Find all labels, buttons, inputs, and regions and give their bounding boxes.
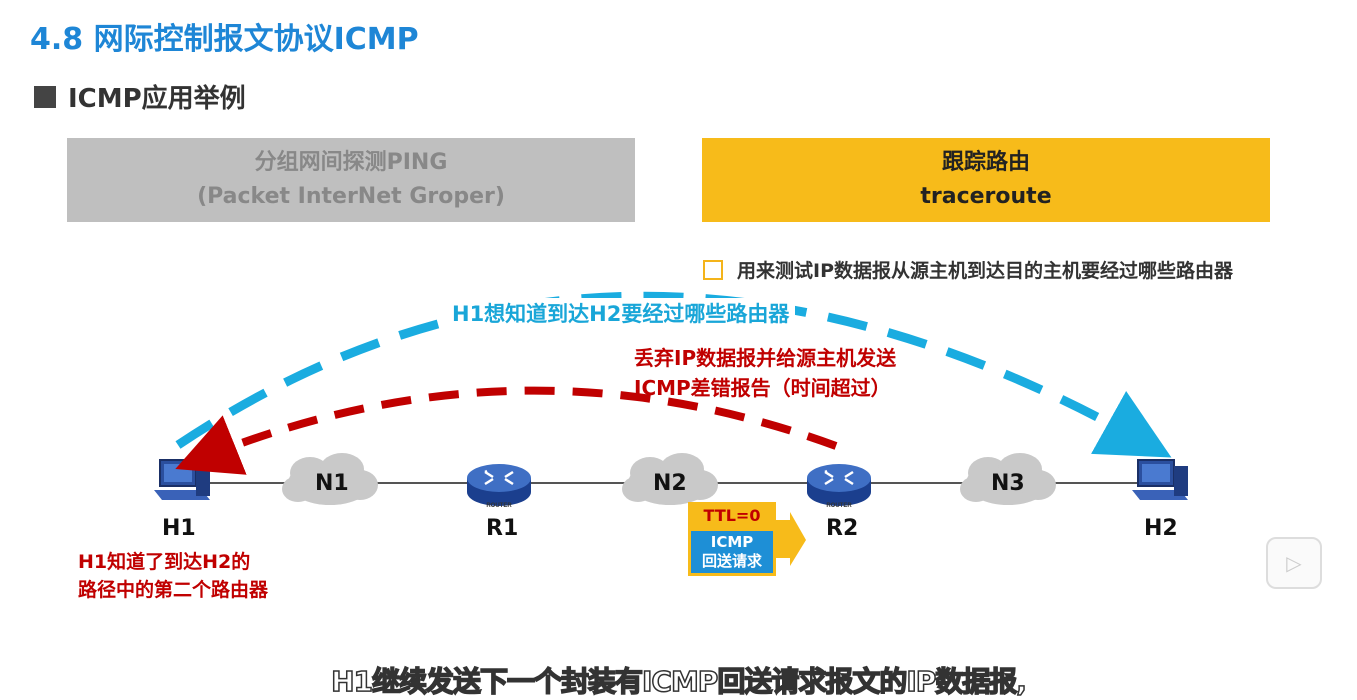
tab-trace-title: 跟踪路由 bbox=[941, 150, 1030, 175]
network-n3-label: N3 bbox=[991, 471, 1025, 496]
icmp-packet-line1: ICMP bbox=[710, 533, 754, 551]
section-heading: ICMP应用举例 bbox=[34, 78, 246, 115]
tab-ping-title: 分组网间探测PING bbox=[254, 150, 448, 175]
h1-note-line2: 路径中的第二个路由器 bbox=[78, 579, 269, 601]
tab-ping-subtitle: (Packet InterNet Groper) bbox=[197, 184, 505, 209]
section-heading-text: ICMP应用举例 bbox=[68, 84, 246, 114]
router-icon bbox=[465, 462, 533, 508]
host-h1-label: H1 bbox=[162, 516, 196, 541]
host-h2-label: H2 bbox=[1144, 516, 1178, 541]
router-r1-label: R1 bbox=[486, 516, 519, 541]
tab-traceroute[interactable]: 跟踪路由 traceroute bbox=[702, 138, 1270, 222]
red-label-line1: 丢弃IP数据报并给源主机发送 bbox=[634, 346, 897, 370]
checkbox-bullet-icon bbox=[703, 259, 723, 280]
icmp-packet-line2: 回送请求 bbox=[701, 552, 762, 570]
tab-ping[interactable]: 分组网间探测PING (Packet InterNet Groper) bbox=[67, 138, 635, 222]
play-icon: ▷ bbox=[1286, 551, 1302, 575]
tab-trace-subtitle: traceroute bbox=[920, 184, 1052, 209]
h1-note-line1: H1知道了到达H2的 bbox=[78, 551, 251, 573]
blue-dashed-arrow bbox=[175, 291, 1172, 458]
icmp-packet: ICMP 回送请求 bbox=[688, 528, 776, 576]
network-n2-label: N2 bbox=[653, 471, 687, 496]
play-button[interactable]: ▷ bbox=[1266, 537, 1322, 589]
page-title: 4.8 网际控制报文协议ICMP bbox=[30, 22, 419, 57]
square-icon bbox=[34, 85, 56, 108]
packet-arrow bbox=[776, 512, 806, 566]
subtitle-caption: H1继续发送下一个封装有ICMP回送请求报文的IP数据报, bbox=[330, 664, 1027, 699]
h1-note: H1知道了到达H2的 路径中的第二个路由器 bbox=[78, 548, 268, 604]
red-dashed-arrow bbox=[175, 386, 838, 475]
computer-icon bbox=[1131, 459, 1189, 501]
ttl-label: TTL=0 bbox=[688, 502, 776, 528]
router-icon bbox=[805, 462, 873, 508]
red-label: 丢弃IP数据报并给源主机发送 ICMP差错报告（时间超过） bbox=[634, 343, 896, 403]
router-tag: ROUTER bbox=[826, 503, 852, 509]
network-n1-label: N1 bbox=[315, 471, 349, 496]
blue-label: H1想知道到达H2要经过哪些路由器 bbox=[446, 298, 796, 328]
bullet-point: 用来测试IP数据报从源主机到达目的主机要经过哪些路由器 bbox=[703, 256, 1233, 283]
router-r2-label: R2 bbox=[826, 516, 859, 541]
red-label-line2: ICMP差错报告（时间超过） bbox=[634, 376, 891, 400]
bullet-text: 用来测试IP数据报从源主机到达目的主机要经过哪些路由器 bbox=[737, 260, 1233, 282]
router-tag: ROUTER bbox=[486, 503, 512, 509]
computer-icon bbox=[153, 459, 211, 501]
